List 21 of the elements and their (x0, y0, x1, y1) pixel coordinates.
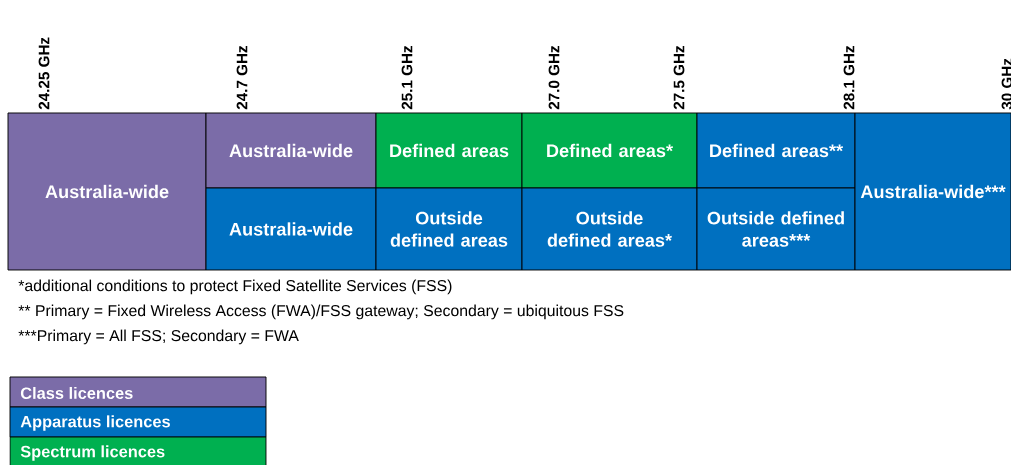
frequency-label: 24.7 GHz (236, 46, 248, 110)
frequency-label: 28.1 GHz (843, 46, 855, 110)
frequency-label: 25.1 GHz (401, 46, 413, 110)
legend-entry: Apparatus licences (9, 406, 267, 438)
footnote: ***Primary = All FSS; Secondary = FWA (18, 329, 299, 345)
frequency-label: 27.5 GHz (673, 46, 685, 110)
band-cell: Outside defined areas* (521, 187, 698, 271)
footnote: ** Primary = Fixed Wireless Access (FWA)/FSS gateway; Secondary = ubiquitous FSS (18, 304, 624, 320)
footnote: *additional conditions to protect Fixed Satellite Services (FSS) (18, 279, 452, 295)
band-cell: Defined areas* (521, 112, 698, 189)
band-cell: Australia-wide (205, 112, 377, 189)
band-cell: Australia-wide*** (854, 112, 1011, 271)
band-cell: Outside defined areas*** (696, 187, 856, 271)
band-cell: Defined areas** (696, 112, 856, 189)
legend-entry: Spectrum licences (9, 436, 267, 465)
band-cell: Australia-wide (205, 187, 377, 271)
band-cell: Australia-wide (7, 112, 207, 271)
band-cell: Outside defined areas (375, 187, 523, 271)
legend-entry: Class licences (9, 376, 267, 408)
band-cell: Defined areas (375, 112, 523, 189)
frequency-label: 27.0 GHz (548, 46, 560, 110)
